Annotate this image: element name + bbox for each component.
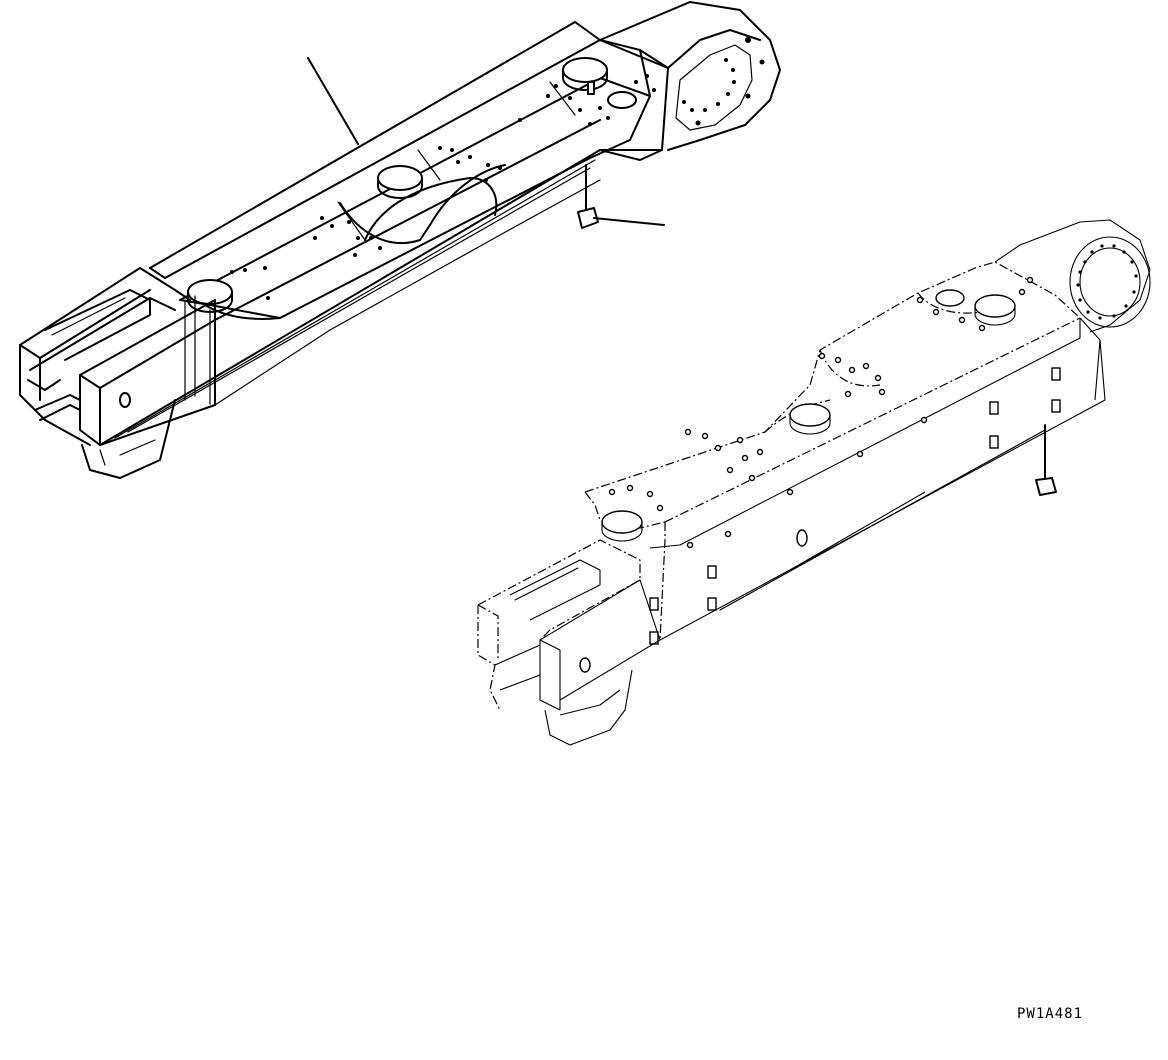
mounting-pad (789, 403, 831, 435)
arm-assembly-phantom (477, 219, 1151, 746)
plate-bolt-holes (230, 74, 656, 300)
ring-bolt-holes (1076, 244, 1138, 320)
side-lugs (649, 367, 1061, 645)
arm-assembly-main (19, 1, 781, 479)
ring-bolt-holes (682, 37, 765, 126)
grease-fitting (1035, 424, 1057, 496)
mounting-pad (974, 294, 1016, 326)
mounting-pad (562, 57, 608, 91)
plate-bolt-holes (608, 276, 1034, 549)
mounting-pad (601, 510, 643, 542)
drawing-code: PW1A481 (1017, 1006, 1084, 1022)
leader-line (307, 57, 359, 145)
mounting-pad (377, 165, 423, 199)
grease-fitting (577, 164, 665, 229)
